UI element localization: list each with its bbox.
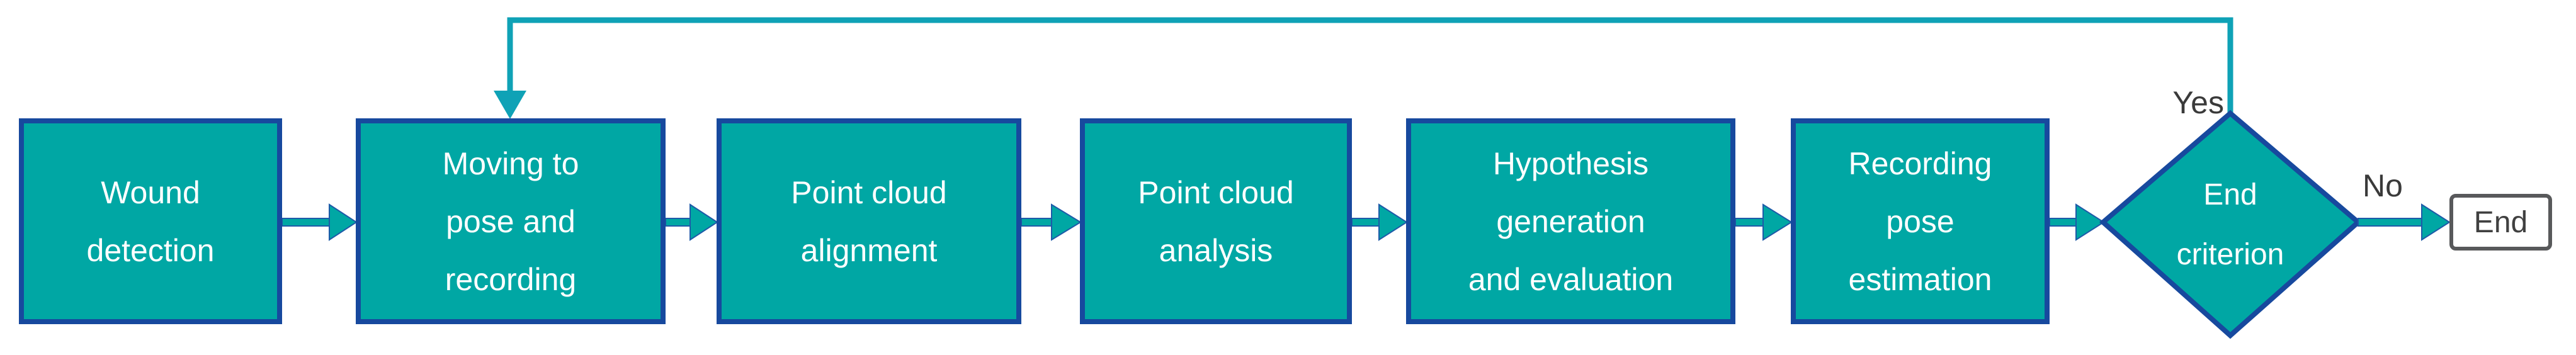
branch-label-yes: Yes <box>2172 85 2224 120</box>
terminal-end-node: End <box>2449 194 2552 251</box>
step-label: Hypothesis generation and evaluation <box>1468 145 1674 297</box>
arrowhead-icon <box>329 203 358 241</box>
arrowhead-icon <box>1051 203 1082 241</box>
step-moving-to-pose: Moving to pose and recording <box>356 118 666 324</box>
arrowhead-icon <box>689 203 718 241</box>
arrow-step3-step4 <box>1021 203 1082 241</box>
step-label: Recording pose estimation <box>1848 145 1992 297</box>
arrow-step6-decision <box>2049 203 2105 241</box>
arrow-step4-step5 <box>1351 203 1408 241</box>
arrowhead-icon <box>2075 203 2105 241</box>
step-label: Point cloud alignment <box>791 174 947 268</box>
feedback-arrowhead-icon <box>494 91 526 119</box>
step-label: Wound detection <box>86 174 215 268</box>
terminal-end-label: End <box>2473 205 2528 239</box>
step-label: Point cloud analysis <box>1138 174 1294 268</box>
arrowhead-icon <box>1762 203 1793 241</box>
step-point-cloud-analysis: Point cloud analysis <box>1080 118 1352 324</box>
step-hypothesis-generation: Hypothesis generation and evaluation <box>1406 118 1735 324</box>
arrow-step2-step3 <box>665 203 718 241</box>
arrow-step5-step6 <box>1735 203 1793 241</box>
step-label: Moving to pose and recording <box>442 145 579 297</box>
step-point-cloud-alignment: Point cloud alignment <box>717 118 1021 324</box>
arrow-step1-step2 <box>281 203 358 241</box>
feedback-loop-connector <box>494 17 2233 119</box>
arrowhead-icon <box>1378 203 1408 241</box>
decision-label: End criterion <box>2176 178 2284 271</box>
arrowhead-icon <box>2421 203 2451 241</box>
step-recording-pose-estimation: Recording pose estimation <box>1791 118 2050 324</box>
branch-label-no: No <box>2363 168 2403 203</box>
arrow-decision-end <box>2358 203 2451 241</box>
step-wound-detection: Wound detection <box>19 118 282 324</box>
